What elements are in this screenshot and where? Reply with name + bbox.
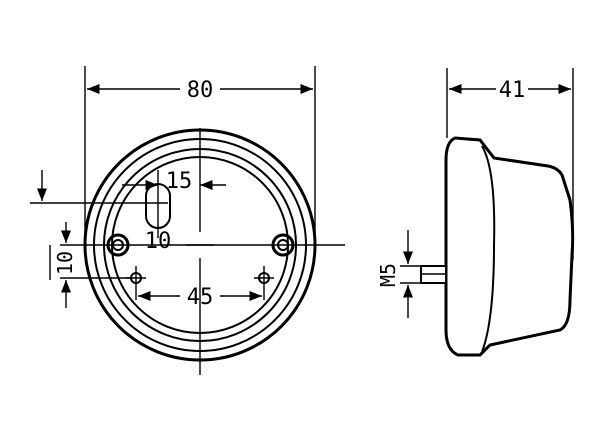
- mount-hole-left-outer: [106, 233, 130, 257]
- dim-10-vert-bg: [48, 244, 60, 282]
- dim-41-label: 41: [499, 78, 526, 103]
- lamp-body-outline: [444, 136, 575, 357]
- mount-hole-left-inner: [112, 239, 124, 251]
- dim-15-label: 15: [166, 169, 193, 194]
- m5-label: M5: [376, 263, 400, 287]
- lens-divider: [481, 145, 496, 353]
- dim-10-hole-label: 10: [145, 229, 172, 254]
- dim-10-vertical-label: 10: [53, 251, 77, 275]
- mount-hole-right-outer: [271, 233, 295, 257]
- side-view: 41 M5: [376, 68, 575, 357]
- dim-45-label: 45: [187, 285, 214, 310]
- dim-80-label: 80: [187, 78, 214, 103]
- front-view: 80 15 10 45: [30, 66, 345, 375]
- mount-hole-right-inner: [277, 239, 289, 251]
